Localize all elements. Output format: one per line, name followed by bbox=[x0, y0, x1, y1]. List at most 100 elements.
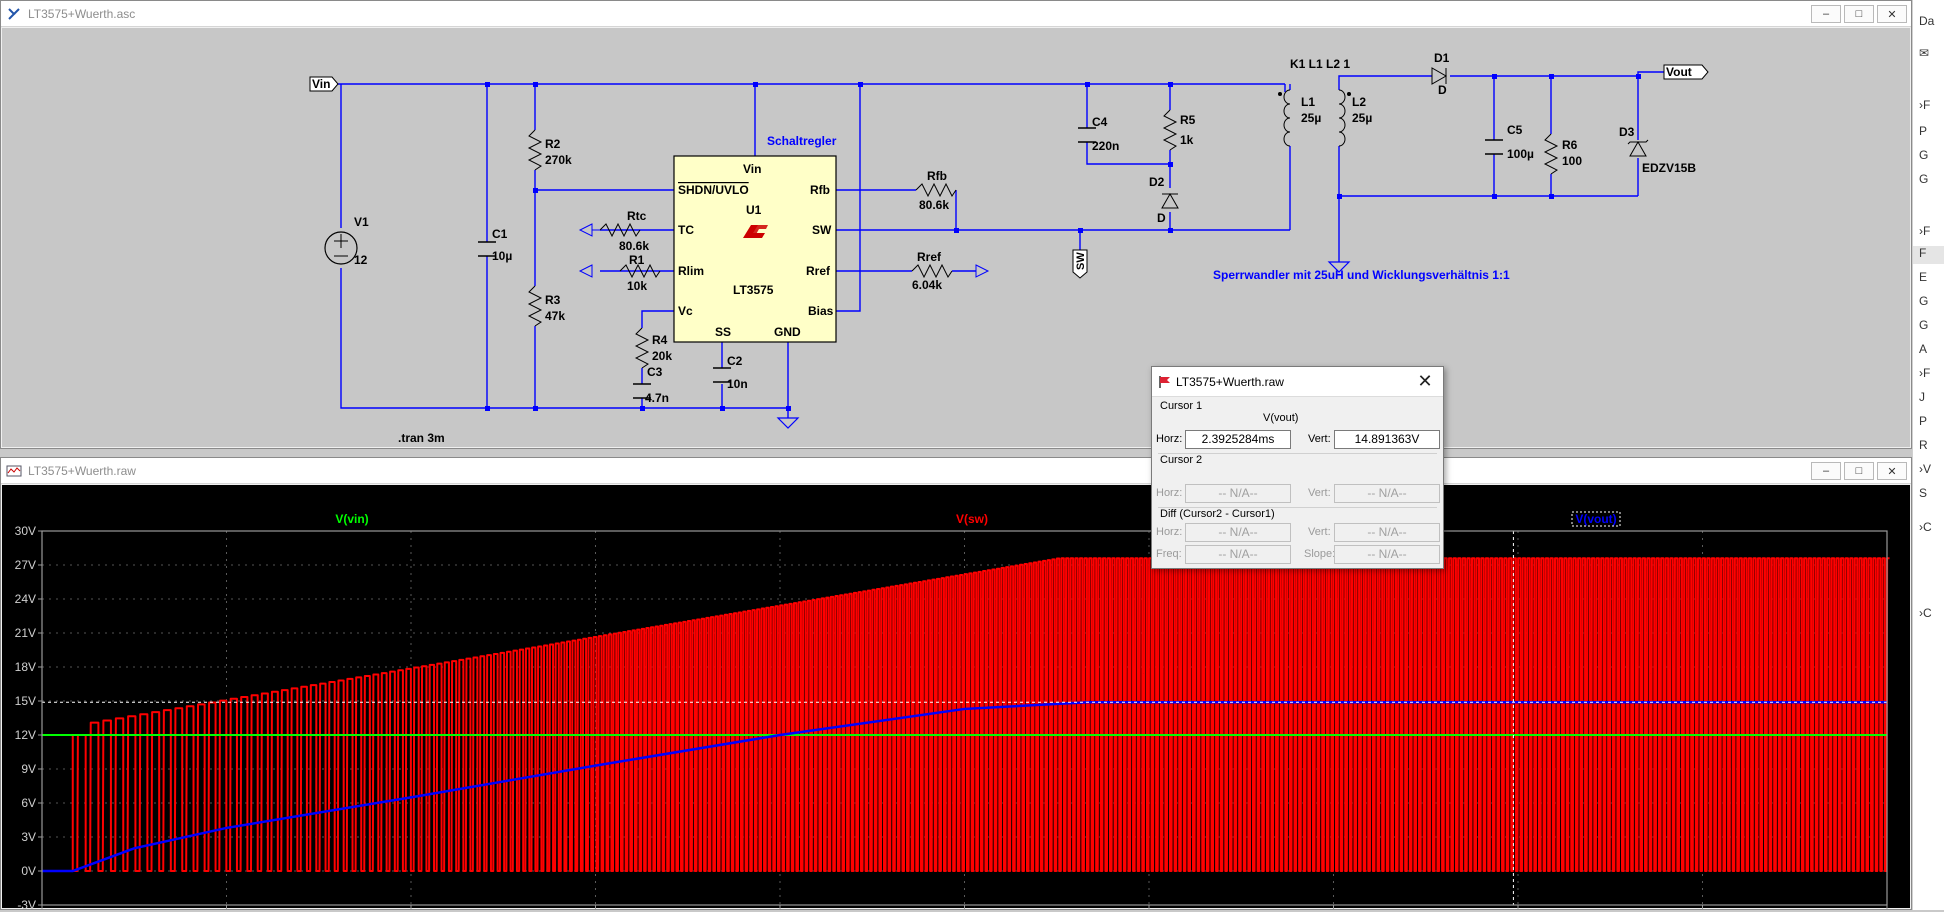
net-label-sw[interactable]: SW bbox=[1072, 249, 1088, 279]
side-item[interactable]: ›F bbox=[1919, 224, 1931, 238]
x-tick-label: 2.4ms bbox=[1502, 908, 1535, 909]
y-tick-label: 3V bbox=[21, 830, 36, 844]
l1-inductor[interactable]: L1 25µ bbox=[1278, 89, 1321, 147]
pin-vin: Vin bbox=[743, 162, 761, 176]
maximize-button[interactable]: □ bbox=[1844, 462, 1874, 480]
cursor1-horz-field[interactable]: 2.3925284ms bbox=[1185, 430, 1291, 449]
maximize-button[interactable]: □ bbox=[1844, 5, 1874, 23]
cursor-dialog-titlebar[interactable]: LT3575+Wuerth.raw ✕ bbox=[1152, 367, 1443, 397]
dialog-divider bbox=[1158, 453, 1437, 454]
v1-value: 12 bbox=[354, 253, 368, 267]
waveform-plot[interactable]: -3V0V3V6V9V12V15V18V21V24V27V30V0.0ms0.3… bbox=[2, 485, 1910, 912]
r1-resistor[interactable]: R1 10k bbox=[578, 253, 661, 293]
waveform-titlebar[interactable]: LT3575+Wuerth.raw – □ ✕ bbox=[1, 458, 1911, 484]
side-item[interactable]: G bbox=[1919, 172, 1929, 186]
r6-ref: R6 bbox=[1562, 138, 1578, 152]
tran-directive[interactable]: .tran 3m bbox=[398, 431, 445, 445]
legend-vsw[interactable]: V(sw) bbox=[956, 512, 988, 526]
side-panel[interactable]: Da ✉ ›F P G G ›F F E G G A ›F J P R ›V S… bbox=[1912, 0, 1944, 910]
l2-ref: L2 bbox=[1352, 95, 1366, 109]
cursor-dialog[interactable]: LT3575+Wuerth.raw ✕ Cursor 1 V(vout) Hor… bbox=[1151, 366, 1444, 569]
side-item[interactable]: P bbox=[1919, 414, 1928, 428]
rfb-value: 80.6k bbox=[919, 198, 949, 212]
waveform-canvas[interactable]: -3V0V3V6V9V12V15V18V21V24V27V30V0.0ms0.3… bbox=[2, 485, 1910, 912]
plot-legend[interactable]: V(vin) V(sw) V(vout) bbox=[335, 511, 1621, 527]
mail-icon[interactable]: ✉ bbox=[1919, 46, 1930, 60]
r4-resistor[interactable]: R4 20k bbox=[634, 327, 672, 369]
rref-resistor[interactable]: Rref 6.04k bbox=[911, 250, 990, 292]
side-item[interactable]: G bbox=[1919, 148, 1929, 162]
net-label-vin[interactable]: Vin bbox=[309, 76, 339, 92]
side-item[interactable]: ›F bbox=[1919, 366, 1931, 380]
legend-vvout[interactable]: V(vout) bbox=[1575, 512, 1616, 526]
cursor1-vert-field[interactable]: 14.891363V bbox=[1334, 430, 1440, 449]
diff-vert-field: -- N/A-- bbox=[1334, 523, 1440, 542]
side-item[interactable]: ›V bbox=[1919, 462, 1931, 476]
l2-value: 25µ bbox=[1352, 111, 1372, 125]
minimize-button[interactable]: – bbox=[1811, 5, 1841, 23]
dialog-divider bbox=[1158, 507, 1437, 508]
close-button[interactable]: ✕ bbox=[1417, 371, 1433, 391]
d2-diode[interactable]: D2 D bbox=[1149, 175, 1179, 225]
schematic-window[interactable]: LT3575+Wuerth.asc – □ ✕ bbox=[0, 0, 1912, 449]
c2-ref: C2 bbox=[727, 354, 743, 368]
c3-capacitor[interactable]: C3 4.7n bbox=[633, 365, 669, 405]
c4-capacitor[interactable]: C4 220n bbox=[1078, 115, 1119, 153]
cursor2-vert-label: Vert: bbox=[1308, 487, 1331, 499]
c1-value: 10µ bbox=[492, 249, 512, 263]
r2-resistor[interactable]: R2 270k bbox=[527, 129, 572, 171]
r5-resistor[interactable]: R5 1k bbox=[1162, 109, 1196, 151]
rfb-resistor[interactable]: Rfb 80.6k bbox=[915, 169, 957, 212]
schematic-canvas[interactable]: Vin Vout SW V1 12 C1 bbox=[2, 28, 1910, 447]
d3-ref: D3 bbox=[1619, 125, 1635, 139]
net-vout-text: Vout bbox=[1666, 65, 1692, 79]
l2-inductor[interactable]: L2 25µ bbox=[1338, 89, 1372, 147]
c2-value: 10n bbox=[727, 377, 748, 391]
x-tick-label: 1.2ms bbox=[764, 908, 797, 909]
cursor1-horz-label: Horz: bbox=[1156, 433, 1183, 445]
side-item[interactable]: S bbox=[1919, 486, 1928, 500]
legend-vvin[interactable]: V(vin) bbox=[335, 512, 368, 526]
side-item[interactable]: P bbox=[1919, 124, 1928, 138]
side-item[interactable]: ›C bbox=[1919, 606, 1932, 620]
side-item[interactable]: ›F bbox=[1919, 98, 1931, 112]
c1-capacitor[interactable]: C1 10µ bbox=[478, 227, 512, 263]
r3-resistor[interactable]: R3 47k bbox=[527, 285, 565, 327]
minimize-button[interactable]: – bbox=[1811, 462, 1841, 480]
r1-value: 10k bbox=[627, 279, 647, 293]
side-item[interactable]: J bbox=[1919, 390, 1925, 404]
c5-capacitor[interactable]: C5 100µ bbox=[1485, 123, 1534, 161]
cursor2-horz-label: Horz: bbox=[1156, 487, 1183, 499]
schematic-comment[interactable]: Sperrwandler mit 25uH und Wicklungsverhä… bbox=[1213, 268, 1510, 282]
plot-cursor[interactable] bbox=[42, 531, 1887, 905]
d3-zener-diode[interactable]: D3 EDZV15B bbox=[1619, 125, 1696, 175]
net-label-vout[interactable]: Vout bbox=[1663, 64, 1709, 80]
d1-diode[interactable]: D1 D bbox=[1431, 51, 1450, 97]
schematic-window-title: LT3575+Wuerth.asc bbox=[28, 6, 136, 21]
side-item-selected[interactable]: F bbox=[1913, 246, 1944, 264]
side-item[interactable]: R bbox=[1919, 438, 1928, 452]
plot-series bbox=[42, 557, 1890, 873]
side-item[interactable]: ›C bbox=[1919, 520, 1932, 534]
pin-gnd: GND bbox=[774, 325, 801, 339]
close-button[interactable]: ✕ bbox=[1877, 462, 1907, 480]
ic-lt3575[interactable]: Schaltregler Vin SHDN/UVLO Rfb U1 TC SW … bbox=[673, 134, 837, 343]
side-item[interactable]: G bbox=[1919, 294, 1929, 308]
x-tick-label: 2.7ms bbox=[1686, 908, 1719, 909]
y-tick-label: 30V bbox=[15, 524, 36, 538]
v1-source[interactable]: V1 12 bbox=[324, 215, 369, 267]
schematic-drawing[interactable]: Vin Vout SW V1 12 C1 bbox=[2, 28, 1910, 448]
side-item[interactable]: G bbox=[1919, 318, 1929, 332]
r6-resistor[interactable]: R6 100 bbox=[1543, 133, 1582, 175]
c2-capacitor[interactable]: C2 10n bbox=[713, 354, 748, 391]
side-item[interactable]: Da bbox=[1919, 14, 1935, 28]
schematic-titlebar[interactable]: LT3575+Wuerth.asc – □ ✕ bbox=[1, 1, 1911, 27]
c5-value: 100µ bbox=[1507, 147, 1534, 161]
c5-ref: C5 bbox=[1507, 123, 1523, 137]
diff-horz-field: -- N/A-- bbox=[1185, 523, 1291, 542]
close-button[interactable]: ✕ bbox=[1877, 5, 1907, 23]
rtc-resistor[interactable]: Rtc 80.6k bbox=[578, 209, 649, 253]
side-item[interactable]: E bbox=[1919, 270, 1928, 284]
side-item[interactable]: A bbox=[1919, 342, 1928, 356]
